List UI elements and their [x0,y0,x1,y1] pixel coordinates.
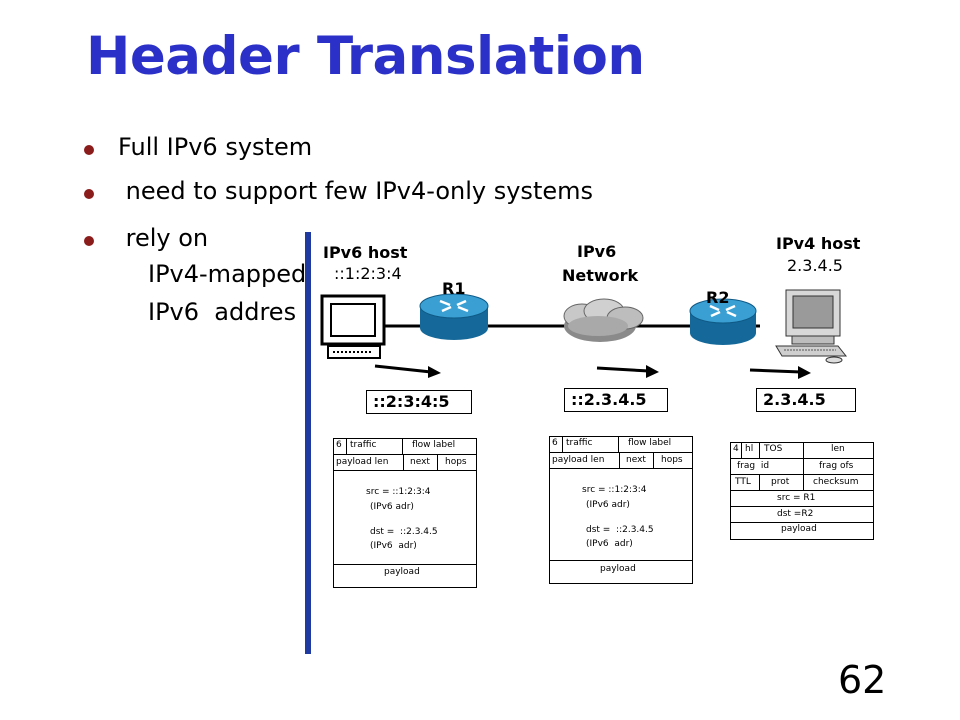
field-ttl: TTL [735,477,751,487]
bullet-text: Full IPv6 system [118,133,313,161]
field-traffic: traffic [350,440,377,450]
field-version: 4 [733,444,739,454]
field-dst: dst = ::2.3.4.5 [586,525,654,535]
field-src: src = ::1:2:3:4 [366,487,431,497]
field-payload: payload [600,564,636,574]
field-version: 6 [552,438,558,448]
field-next: next [410,457,430,467]
field-payload-len: payload len [336,457,389,467]
ipv6-network-label: IPv6 [577,242,617,261]
bullet-dot [84,189,94,199]
field-payload: payload [384,567,420,577]
arrow-right-icon [749,366,811,379]
arrow-right-icon [596,365,659,378]
ipv6-host-address: ::1:2:3:4 [334,264,402,283]
ipv4-host-address: 2.3.4.5 [787,256,843,275]
ipv6-packet-header: 6 traffic flow label payload len next ho… [333,438,477,588]
field-dst: dst = ::2.3.4.5 [370,527,438,537]
field-flow-label: flow label [412,440,456,450]
field-flow-label: flow label [628,438,672,448]
field-prot: prot [771,477,790,487]
destination-address-box: 2.3.4.5 [756,388,856,412]
bullet-dot [84,145,94,155]
router-r2-icon [689,298,757,345]
router-r1-label: R1 [442,279,466,298]
field-src: src = R1 [777,493,816,503]
field-traffic: traffic [566,438,593,448]
field-frag-ofs: frag ofs [819,461,854,471]
bullet-text: rely on [118,224,209,252]
bullet-dot [84,236,94,246]
ipv6-host-label: IPv6 host [323,243,408,262]
router-r2-label: R2 [706,288,730,307]
ipv4-packet-header: 4 hl TOS len frag id frag ofs TTL prot c… [730,442,874,540]
field-frag-id: frag id [737,461,770,471]
ipv6-network-label: Network [562,266,639,285]
router-r1-icon [419,293,489,340]
bullet-continuation: IPv4-mapped [148,260,307,288]
ipv4-host-label: IPv4 host [776,234,861,253]
field-next: next [626,455,646,465]
ipv6-network-cloud-icon [563,298,644,342]
field-payload: payload [781,524,817,534]
page-number: 62 [838,658,887,702]
ipv6-packet-header: 6 traffic flow label payload len next ho… [549,436,693,584]
field-dst-note: (IPv6 adr) [370,541,417,551]
field-hops: hops [661,455,683,465]
field-src: src = ::1:2:3:4 [582,485,647,495]
arrow-right-icon [374,364,441,378]
field-checksum: checksum [813,477,859,487]
slide-title: Header Translation [86,26,645,87]
field-payload-len: payload len [552,455,605,465]
field-src-note: (IPv6 adr) [370,502,414,512]
field-dst: dst =R2 [777,509,814,519]
field-tos: TOS [764,444,783,454]
ipv6-host-computer-icon [320,294,386,359]
field-version: 6 [336,440,342,450]
destination-address-box: ::2:3:4:5 [366,390,472,414]
field-src-note: (IPv6 adr) [586,500,630,510]
field-hl: hl [745,444,754,454]
bullet-continuation: IPv6 addres [148,298,297,326]
field-len: len [831,444,845,454]
ipv4-host-computer-icon [775,289,848,364]
field-hops: hops [445,457,467,467]
field-dst-note: (IPv6 adr) [586,539,633,549]
bullet-text: need to support few IPv4-only systems [118,177,593,205]
divider-line [305,232,311,654]
destination-address-box: ::2.3.4.5 [564,388,668,412]
